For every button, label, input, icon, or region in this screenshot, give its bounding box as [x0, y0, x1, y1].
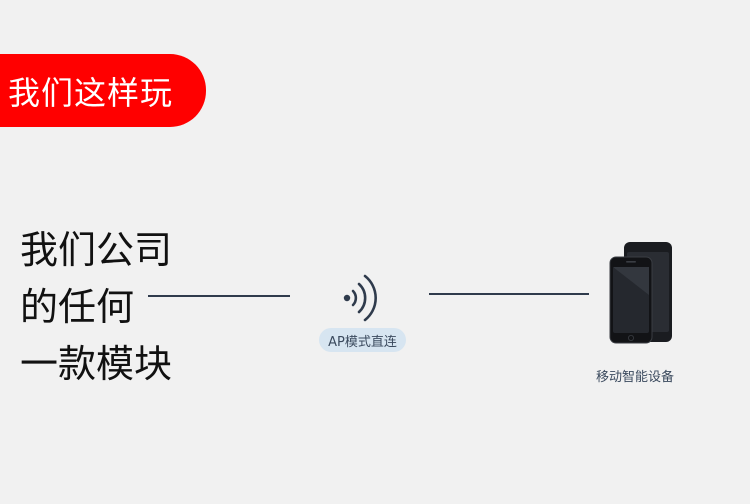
- section-banner: 我们这样玩: [0, 54, 206, 127]
- headline-line-3: 一款模块: [20, 342, 173, 386]
- smartphones-icon: [609, 242, 672, 344]
- ap-mode-badge: AP模式直连: [319, 328, 406, 352]
- connector-line-left: [148, 295, 290, 297]
- banner-title: 我们这样玩: [8, 73, 174, 112]
- connector-line-right: [429, 293, 589, 295]
- headline-line-1: 我们公司: [20, 228, 173, 272]
- headline: 我们公司 的任何 一款模块: [20, 222, 172, 393]
- device-label: 移动智能设备: [596, 370, 675, 385]
- headline-line-2: 的任何: [20, 285, 135, 329]
- wifi-signal-icon: [343, 274, 377, 322]
